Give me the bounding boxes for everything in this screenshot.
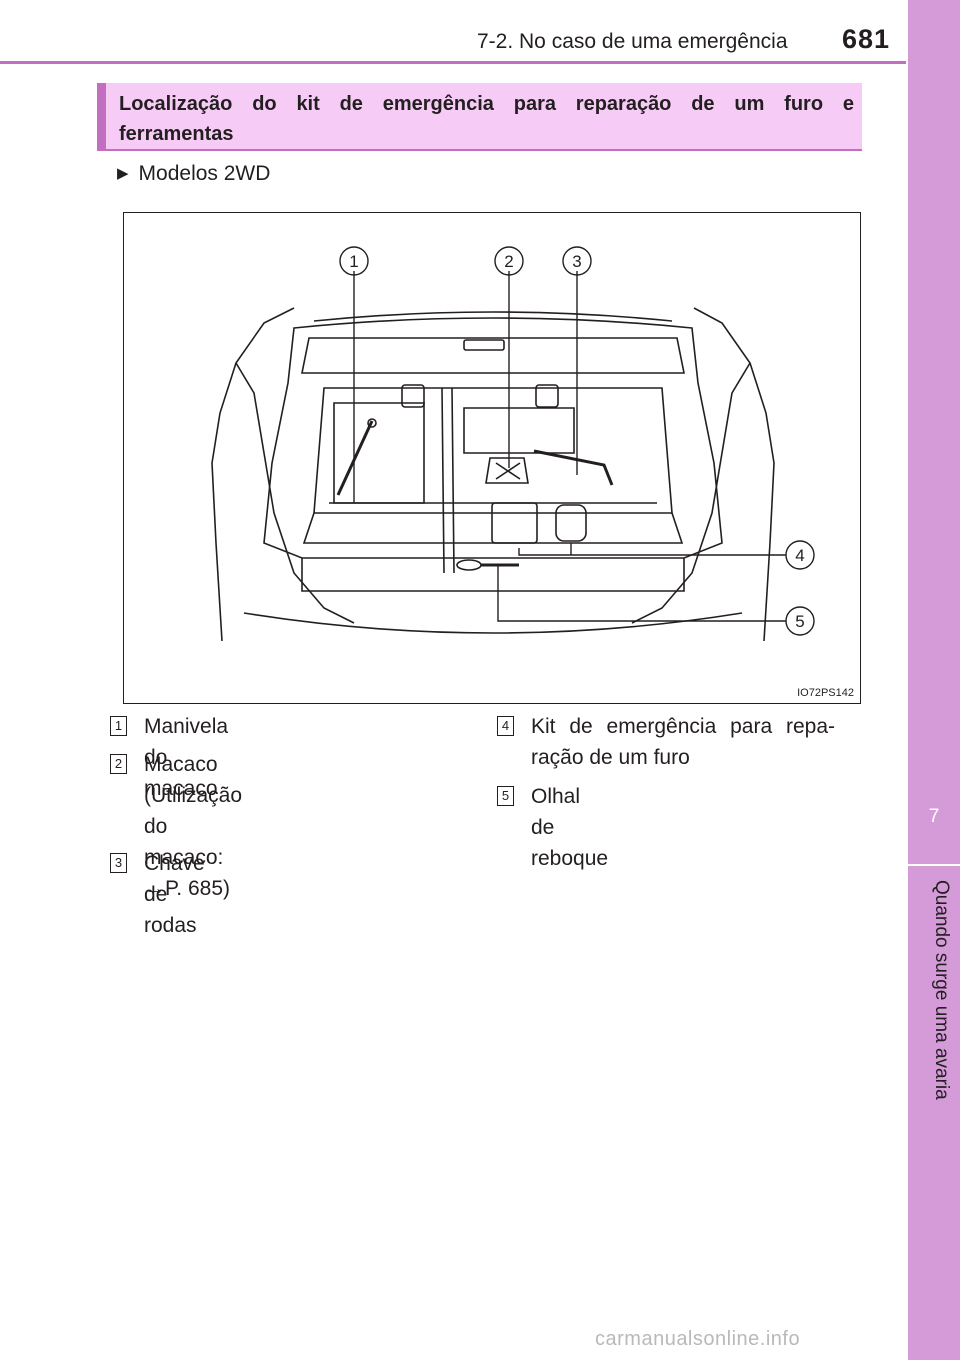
running-header: 7-2. No caso de uma emergência [477,30,788,53]
callout-2: 2 [504,252,513,271]
legend-number: 3 [110,853,127,873]
callout-4: 4 [795,546,804,565]
trunk-drawing: 1 2 3 4 5 [211,246,815,642]
legend-text: Manivela do macaco [144,715,229,800]
legend-text: Kit de emergência para repa- ração de um… [531,711,861,773]
legend-text-line: ração de um furo [531,746,690,769]
chapter-side-tab[interactable]: 7 Quando surge uma avaria [908,0,960,1360]
watermark: carmanualsonline.info [595,1328,801,1350]
legend-text-line: (Utilização do macaco: [144,784,243,869]
triangle-bullet-icon: ▶ [117,165,129,182]
legend-page-ref[interactable]: →P. 685) [144,877,230,900]
legend-number: 1 [110,716,127,736]
legend-number: 4 [497,716,514,736]
callout-3: 3 [572,252,581,271]
chapter-number: 7 [928,806,940,827]
callout-1: 1 [349,252,358,271]
trunk-illustration: 1 2 3 4 5 IO72PS142 [123,212,861,704]
chapter-title: Quando surge uma avaria [931,880,952,1100]
legend-text-line: Kit de emergência para repa- [531,715,835,738]
legend-text: Olhal de reboque [531,785,609,870]
legend-text-line: Macaco [144,753,218,776]
section-heading-box: Localização do kit de emergência para re… [97,83,862,151]
model-label: ▶ Modelos 2WD [117,162,270,186]
legend-number: 2 [110,754,127,774]
header-rule [0,61,906,64]
callout-5: 5 [795,612,804,631]
page-number: 681 [842,24,891,54]
legend-text: Chave de rodas [144,852,205,937]
figure-code: IO72PS142 [797,687,854,699]
model-label-text: Modelos 2WD [138,162,271,185]
legend-number: 5 [497,786,514,806]
tab-divider [908,864,960,866]
section-title: Localização do kit de emergência para re… [119,93,854,145]
legend-text: Macaco (Utilização do macaco: →P. 685) [144,749,242,904]
